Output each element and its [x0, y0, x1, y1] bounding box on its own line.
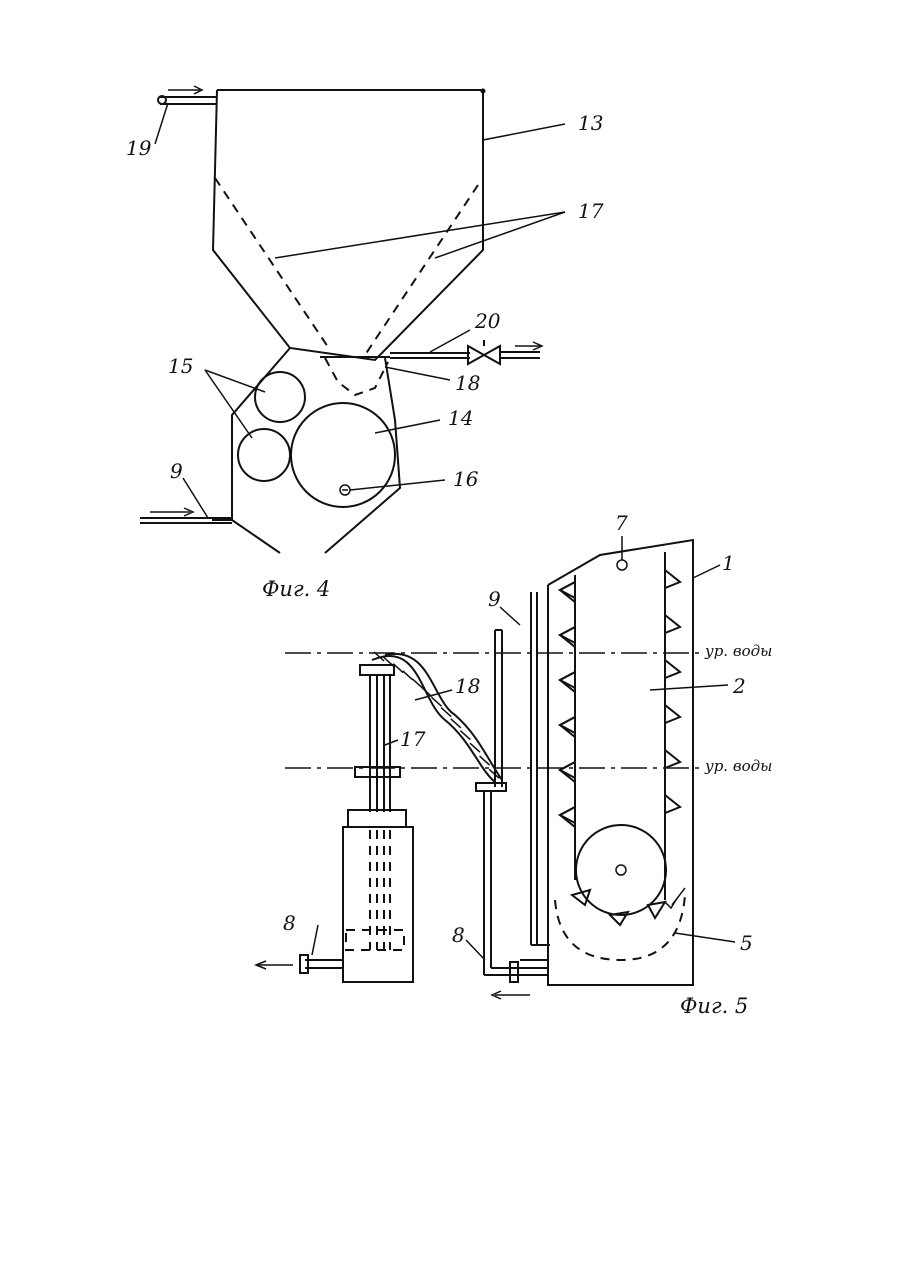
- belt-tooth: [560, 627, 575, 647]
- label-5: 5: [740, 931, 753, 955]
- tank-1: [520, 540, 693, 985]
- leader-lines-fig5: [312, 536, 735, 960]
- figure-4-caption: Фиг. 4: [262, 577, 330, 601]
- belt-tooth: [665, 570, 680, 588]
- small-rollers-15: [238, 372, 305, 481]
- label-1: 1: [722, 551, 735, 575]
- label-16: 16: [453, 467, 479, 491]
- label-18: 18: [455, 371, 480, 395]
- separator-17: [256, 665, 413, 982]
- belt-tooth: [560, 762, 575, 782]
- belt-tooth: [560, 672, 575, 692]
- water-level-upper-label: ур. воды: [704, 642, 772, 660]
- label-15: 15: [168, 354, 193, 378]
- label-13: 13: [578, 111, 603, 135]
- leader-lines-fig4: [155, 103, 565, 518]
- label-17: 17: [578, 199, 604, 223]
- hopper-body: [213, 89, 486, 361]
- grinder-chamber: [212, 348, 400, 553]
- label-14: 14: [448, 406, 473, 430]
- big-roller-14: [291, 403, 395, 507]
- belt-tooth: [572, 890, 590, 905]
- label-8-left: 8: [283, 911, 296, 935]
- labels-fig4: 13 17 19 20 18 15 14 16 9: [126, 111, 604, 491]
- inlet-pipe-19: [158, 86, 217, 104]
- label-19: 19: [126, 136, 152, 160]
- belt-tooth: [665, 660, 680, 678]
- belt-tooth: [665, 795, 680, 813]
- label-20: 20: [474, 309, 501, 333]
- figure-4: 13 17 19 20 18 15 14 16 9 Фиг. 4: [126, 86, 604, 601]
- belt-tooth: [665, 705, 680, 723]
- label-2: 2: [732, 674, 746, 698]
- belt-tooth: [665, 615, 680, 633]
- label-17-fig5: 17: [400, 727, 426, 751]
- figure-5: ур. воды ур. воды: [256, 511, 772, 1018]
- label-18-fig5: 18: [455, 674, 480, 698]
- inner-cone-17: [215, 178, 478, 395]
- belt-tooth: [560, 807, 575, 827]
- label-9-fig5: 9: [488, 587, 501, 611]
- belt-tooth: [560, 717, 575, 737]
- label-7: 7: [615, 511, 628, 535]
- figure-5-caption: Фиг. 5: [680, 994, 748, 1018]
- belt-tooth: [560, 582, 575, 602]
- belt-teeth: [560, 570, 680, 925]
- hose-rib: [403, 671, 413, 680]
- water-level-lower-label: ур. воды: [704, 757, 772, 775]
- hose-18: [372, 652, 502, 782]
- belt-tooth: [665, 750, 680, 768]
- belt-tooth: [648, 902, 665, 918]
- pipe-20-with-valve: [390, 340, 542, 364]
- label-9: 9: [170, 459, 183, 483]
- label-8-right: 8: [452, 923, 465, 947]
- labels-fig5: 7 1 9 18 2 17 5 8 8: [283, 511, 753, 955]
